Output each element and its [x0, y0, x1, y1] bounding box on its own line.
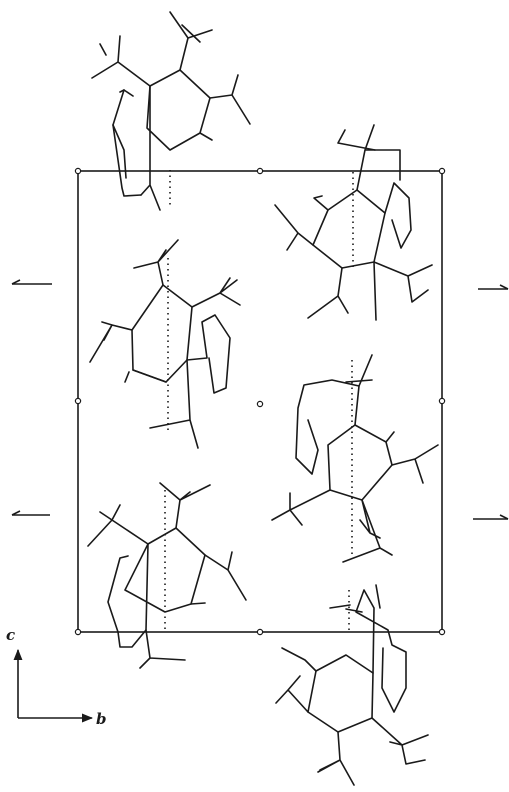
symmetry-arrow-right-lower	[473, 514, 509, 520]
molecule-left-top	[91, 11, 251, 211]
c-axis-label: c	[6, 626, 15, 644]
symmetry-arrow-right-upper	[478, 284, 509, 290]
hydrogen-bond-chains	[164, 170, 354, 632]
symmetry-arrow-left-lower	[11, 510, 50, 516]
molecule-right-bottom	[275, 584, 429, 786]
molecule-right-middle	[271, 354, 439, 563]
cell-corner-markers	[74, 167, 446, 636]
molecule-right-upper	[274, 124, 433, 321]
symmetry-arrow-left-upper	[11, 279, 52, 285]
molecule-left-middle	[89, 239, 241, 449]
b-axis-label: b	[96, 710, 107, 728]
axis-indicator: c b	[6, 626, 107, 728]
molecule-left-lower	[87, 482, 247, 669]
